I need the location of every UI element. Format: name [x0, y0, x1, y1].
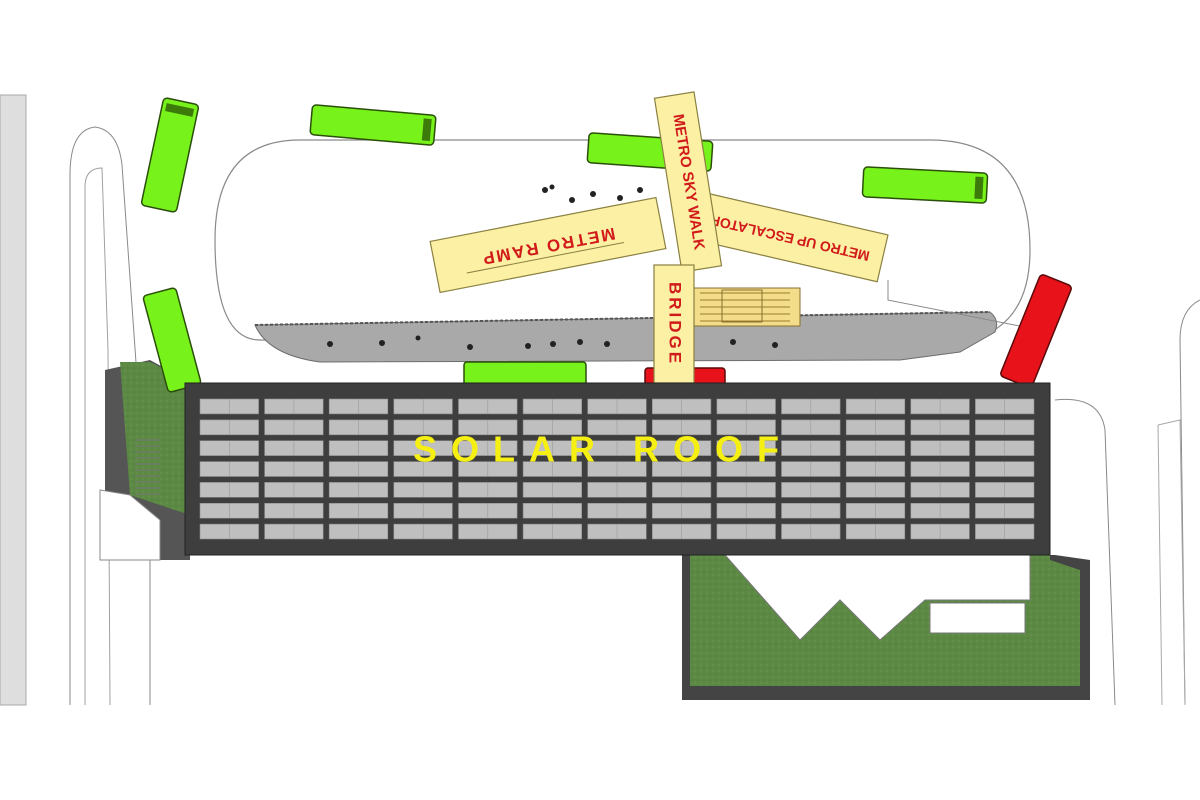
bus-green-top-center — [309, 104, 437, 146]
far-right-road-outline — [1179, 299, 1200, 706]
solar-panel-grid — [199, 398, 1035, 540]
left-garden-and-stairs — [99, 360, 190, 561]
bus-green-right — [861, 166, 989, 204]
gray-platform-road — [254, 311, 998, 363]
left-road-outline — [69, 126, 151, 705]
platform-railing — [254, 311, 991, 326]
bus-green-top-left — [140, 97, 200, 213]
metro-staircase — [689, 287, 801, 327]
solar-roof-label: SOLAR ROOF — [413, 429, 793, 470]
right-road-outline — [887, 280, 1041, 331]
metro-ramp-walkway: METRO RAMP — [429, 196, 667, 294]
bus-red-right — [1000, 274, 1072, 388]
left-road-inner-outline — [84, 167, 111, 706]
solar-roof: SOLAR ROOF — [184, 382, 1051, 556]
bridge-label: BRIDGE — [666, 282, 685, 366]
bus-green-center-lower — [463, 361, 587, 387]
lower-right-garden — [682, 554, 1090, 700]
right-road-outline-lower — [1054, 398, 1116, 706]
bridge-walkway: BRIDGE — [653, 264, 695, 384]
far-right-road-inner — [1157, 419, 1186, 706]
metro-sky-walk: METRO SKY WALK — [653, 91, 723, 273]
left-boundary-wall — [0, 94, 27, 706]
pedestrians — [327, 184, 778, 350]
